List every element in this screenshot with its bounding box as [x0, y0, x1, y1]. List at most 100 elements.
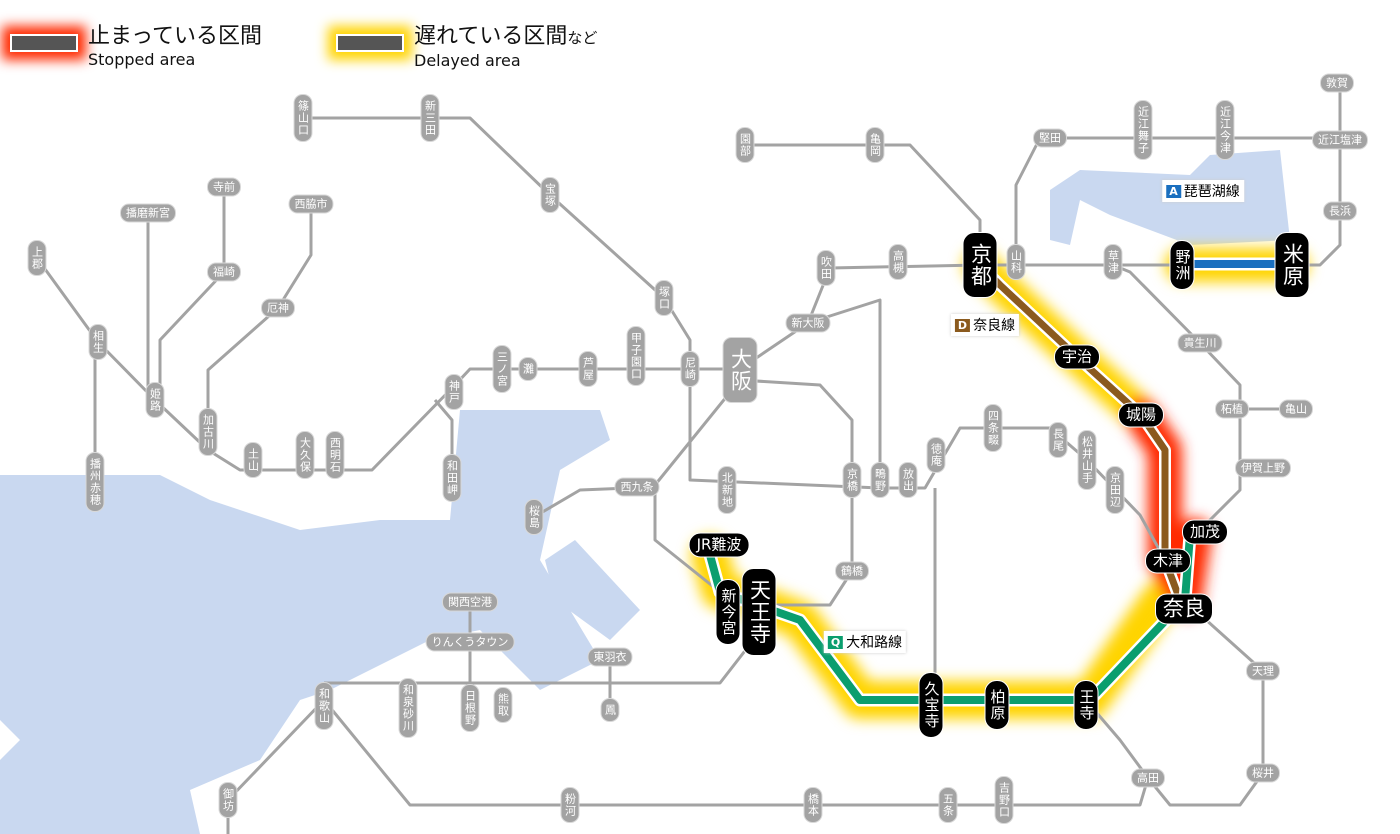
station[interactable]: 三ノ宮 [492, 345, 512, 393]
station[interactable]: 福崎 [207, 262, 241, 282]
station[interactable]: 甲子園口 [626, 326, 646, 386]
station[interactable]: 熊取 [493, 687, 513, 723]
station[interactable]: 松井山手 [1077, 430, 1097, 490]
station[interactable]: りんくうタウン [425, 632, 515, 652]
affected-station[interactable]: 米原 [1274, 232, 1310, 298]
station[interactable]: 相生 [88, 324, 108, 360]
station[interactable]: 京田辺 [1105, 466, 1125, 514]
station[interactable]: 土山 [243, 442, 263, 478]
station[interactable]: 柘植 [1215, 399, 1249, 419]
legend-delayed-suffix: など [567, 29, 598, 47]
affected-station[interactable]: 久宝寺 [918, 672, 944, 738]
station[interactable]: 徳庵 [926, 437, 946, 473]
station[interactable]: 灘 [518, 357, 538, 381]
affected-station[interactable]: 京都 [962, 232, 998, 298]
station[interactable]: 尼崎 [680, 351, 700, 387]
station[interactable]: 加古川 [198, 408, 218, 456]
station[interactable]: 厄神 [261, 298, 295, 318]
track-segment [1112, 263, 1296, 411]
station[interactable]: 西明石 [325, 431, 345, 479]
station[interactable]: 近江今津 [1215, 100, 1235, 160]
legend-stopped-ja: 止まっている区間 [88, 24, 263, 49]
station[interactable]: 放出 [898, 462, 918, 498]
track-segment [1146, 608, 1265, 807]
station[interactable]: 亀山 [1279, 399, 1313, 419]
station[interactable]: 鳳 [600, 698, 620, 722]
station[interactable]: 吹田 [816, 250, 836, 286]
station[interactable]: 日根野 [460, 684, 480, 732]
affected-station[interactable]: JR難波 [688, 532, 750, 558]
station[interactable]: 敦賀 [1320, 73, 1354, 93]
station[interactable]: 西脇市 [288, 194, 334, 214]
track-segment [807, 298, 882, 488]
station[interactable]: 新大阪 [785, 313, 831, 333]
station[interactable]: 園部 [735, 127, 755, 163]
station[interactable]: 和歌山 [314, 682, 334, 730]
station[interactable]: 粉河 [560, 787, 580, 823]
affected-station[interactable]: 野洲 [1169, 240, 1195, 290]
station[interactable]: 新三田 [420, 94, 440, 142]
affected-station[interactable]: 王寺 [1073, 680, 1099, 730]
station[interactable]: 上郡 [27, 240, 47, 276]
affected-station[interactable]: 城陽 [1117, 402, 1165, 428]
affected-station[interactable]: 奈良 [1155, 593, 1213, 625]
station[interactable]: 山科 [1006, 244, 1026, 280]
station[interactable]: 高田 [1131, 768, 1165, 788]
station[interactable]: 芦屋 [578, 351, 598, 387]
affected-station[interactable]: 宇治 [1053, 344, 1101, 370]
station[interactable]: 桜井 [1246, 763, 1280, 783]
legend-stopped-en: Stopped area [88, 50, 196, 69]
station[interactable]: 長浜 [1323, 201, 1357, 221]
station[interactable]: 寺前 [207, 177, 241, 197]
station[interactable]: 神戸 [444, 374, 464, 410]
station[interactable]: 東羽衣 [587, 647, 633, 667]
station[interactable]: 貴生川 [1177, 333, 1223, 353]
station[interactable]: 高槻 [888, 244, 908, 280]
track-segment [653, 379, 742, 594]
station[interactable]: 近江塩津 [1312, 130, 1368, 150]
station[interactable]: 近江舞子 [1133, 100, 1153, 160]
station[interactable]: 五条 [938, 787, 958, 823]
legend-delayed-ja: 遅れている区間 [414, 24, 568, 49]
station[interactable]: 大阪 [722, 337, 758, 403]
station[interactable]: 和泉砂川 [398, 678, 418, 738]
station[interactable]: 四条畷 [983, 404, 1003, 452]
affected-station[interactable]: 木津 [1144, 548, 1192, 574]
station[interactable]: 草津 [1103, 244, 1123, 280]
station[interactable]: 吉野口 [994, 776, 1014, 824]
legend-stopped: 止まっている区間 Stopped area [10, 24, 262, 69]
station[interactable]: 京橋 [842, 462, 862, 498]
station[interactable]: 桜島 [524, 499, 544, 535]
station[interactable]: 篠山口 [293, 94, 313, 142]
station[interactable]: 塚口 [654, 280, 674, 316]
affected-station[interactable]: 天王寺 [741, 568, 777, 656]
station[interactable]: 大久保 [295, 431, 315, 479]
legend-delayed-en: Delayed area [414, 51, 521, 70]
yamatoji-line[interactable] [706, 534, 1194, 704]
station[interactable]: 長尾 [1048, 422, 1068, 458]
station[interactable]: 御坊 [218, 782, 238, 818]
station[interactable]: 宝塚 [540, 177, 560, 213]
station[interactable]: 鶴橋 [835, 561, 869, 581]
station[interactable]: 播州赤穂 [85, 452, 105, 512]
station[interactable]: 播磨新宮 [120, 203, 176, 223]
station[interactable]: 堅田 [1033, 128, 1067, 148]
affected-station[interactable]: 柏原 [984, 680, 1010, 730]
station[interactable]: 関西空港 [442, 592, 498, 612]
station[interactable]: 亀岡 [865, 127, 885, 163]
station[interactable]: 鴫野 [870, 462, 890, 498]
station[interactable]: 橋本 [803, 787, 823, 823]
station[interactable]: 西九条 [614, 477, 660, 497]
station[interactable]: 姫路 [145, 382, 165, 418]
station[interactable]: 伊賀上野 [1235, 458, 1291, 478]
affected-station[interactable]: 加茂 [1181, 519, 1229, 545]
affected-station[interactable]: 新今宮 [715, 579, 741, 645]
station[interactable]: 天理 [1246, 661, 1280, 681]
station[interactable]: 北新地 [717, 466, 737, 514]
station[interactable]: 和田岬 [442, 454, 462, 502]
track-segment [745, 143, 982, 265]
